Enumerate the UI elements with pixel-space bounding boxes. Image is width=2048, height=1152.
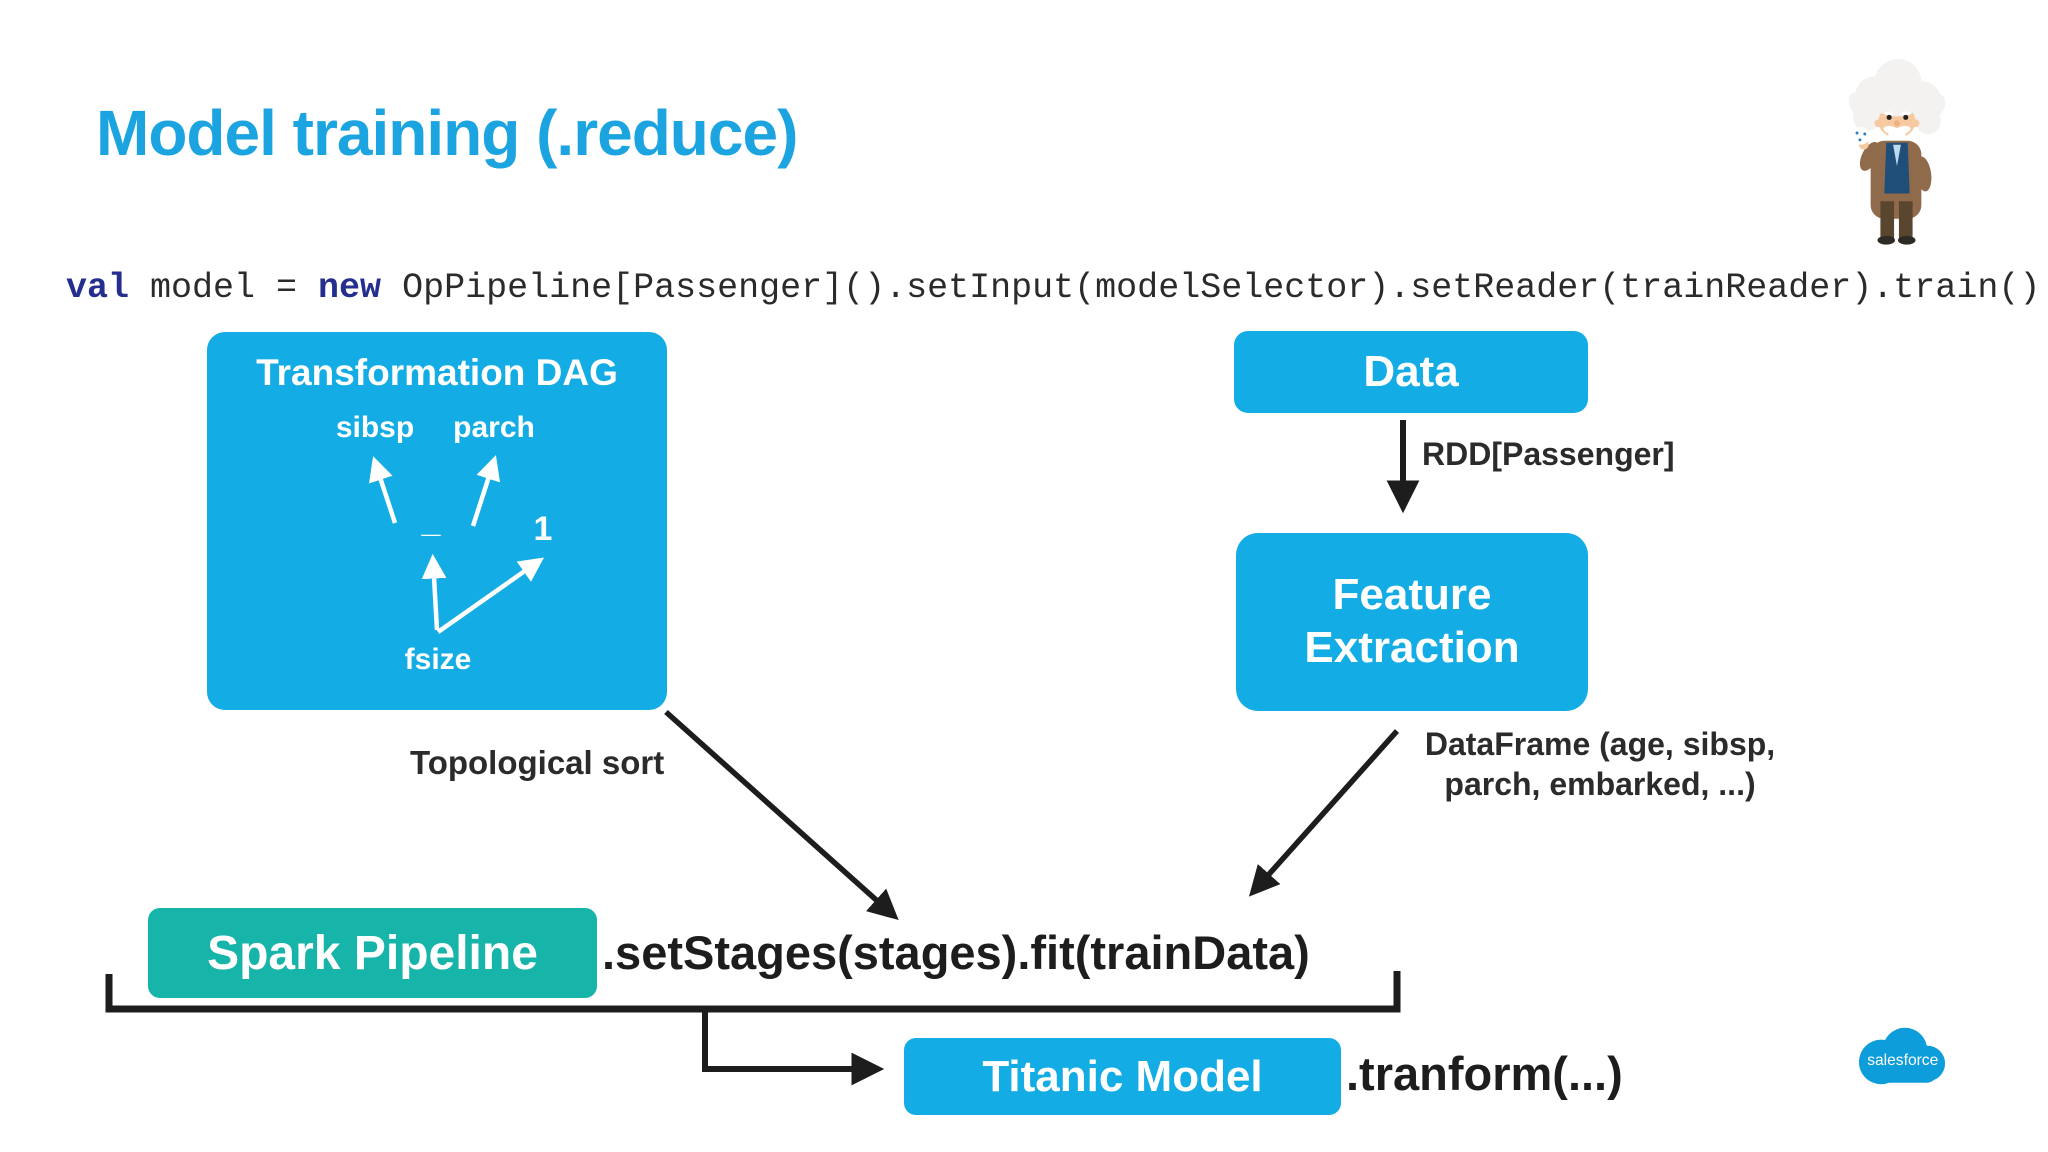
rdd-passenger-label: RDD[Passenger]: [1422, 436, 1675, 472]
einstein-ear-left: [1874, 119, 1883, 128]
dag-node-fsize: fsize: [404, 643, 472, 676]
code-keyword-val: val: [66, 268, 130, 308]
arrow-dag-to-fit: [664, 709, 899, 921]
einstein-eye-right: [1903, 114, 1909, 120]
dataframe-label-line2: parch, embarked, ...): [1444, 766, 1756, 802]
feature-extraction-line1: Feature: [1332, 570, 1492, 620]
einstein-hairline: [1877, 98, 1917, 117]
dag-arrow-to-parch: [470, 455, 501, 527]
dag-node-one: 1: [533, 510, 553, 548]
einstein-eyebrow-right: [1900, 111, 1911, 116]
arrow-bracket-to-titanic-model: [702, 1009, 885, 1086]
arrow-feature-extraction-to-fit: [1248, 729, 1400, 897]
salesforce-logo: salesforce: [1858, 1027, 1946, 1085]
orb-dot: [1863, 132, 1867, 136]
einstein-tie: [1893, 144, 1901, 167]
dag-arrow-fsize-to-one: [436, 557, 545, 634]
code-rest: OpPipeline[Passenger]().setInput(modelSe…: [381, 268, 2041, 308]
einstein-ear-right: [1911, 119, 1920, 128]
dag-node-sibsp: sibsp: [335, 411, 415, 444]
titanic-model-box: Titanic Model: [904, 1038, 1341, 1115]
data-box: Data: [1234, 331, 1588, 413]
dataframe-label: DataFrame (age, sibsp, parch, embarked, …: [1380, 724, 1820, 804]
set-stages-fit-code: .setStages(stages).fit(trainData): [602, 926, 1310, 979]
dag-node-minus: _: [421, 502, 441, 540]
salesforce-logo-text: salesforce: [1867, 1052, 1938, 1069]
scala-code-line: val model = new OpPipeline[Passenger]().…: [66, 268, 2040, 308]
einstein-arm-right: [1915, 156, 1932, 192]
dataframe-label-line1: DataFrame (age, sibsp,: [1424, 726, 1776, 762]
einstein-nose: [1894, 120, 1900, 127]
topological-sort-label: Topological sort: [410, 744, 665, 781]
dag-arrows: [369, 455, 545, 634]
einstein-mascot: [1848, 58, 1946, 245]
code-keyword-new: new: [318, 268, 382, 308]
salesforce-cloud: [1858, 1027, 1946, 1085]
einstein-eyebrow-left: [1884, 111, 1895, 116]
code-mid: model =: [129, 268, 319, 308]
einstein-eye-left: [1886, 114, 1892, 120]
einstein-shoe-left: [1877, 235, 1896, 245]
einstein-orb: [1852, 127, 1870, 145]
transformation-dag-box: Transformation DAG sibsp parch _ 1 fsize: [207, 332, 667, 710]
transform-code: .tranform(...): [1346, 1047, 1623, 1100]
einstein-arm-left: [1859, 141, 1880, 171]
orb-dot: [1855, 131, 1859, 135]
dag-arrow-fsize-to-minus: [421, 553, 447, 631]
page-title: Model training (.reduce): [96, 97, 798, 169]
dag-arrow-to-sibsp: [369, 456, 398, 524]
feature-extraction-line2: Extraction: [1304, 623, 1520, 672]
einstein-leg-right: [1898, 201, 1913, 239]
spark-pipeline-box: Spark Pipeline: [148, 908, 597, 998]
feature-extraction-box: Feature Extraction: [1236, 533, 1588, 711]
einstein-shoe-right: [1897, 235, 1916, 245]
einstein-vest: [1884, 142, 1910, 194]
einstein-mustache: [1883, 125, 1911, 140]
dag-box-title: Transformation DAG: [256, 352, 618, 393]
orb-dot: [1858, 138, 1862, 142]
dag-node-parch: parch: [453, 411, 535, 444]
einstein-leg-left: [1880, 201, 1895, 239]
